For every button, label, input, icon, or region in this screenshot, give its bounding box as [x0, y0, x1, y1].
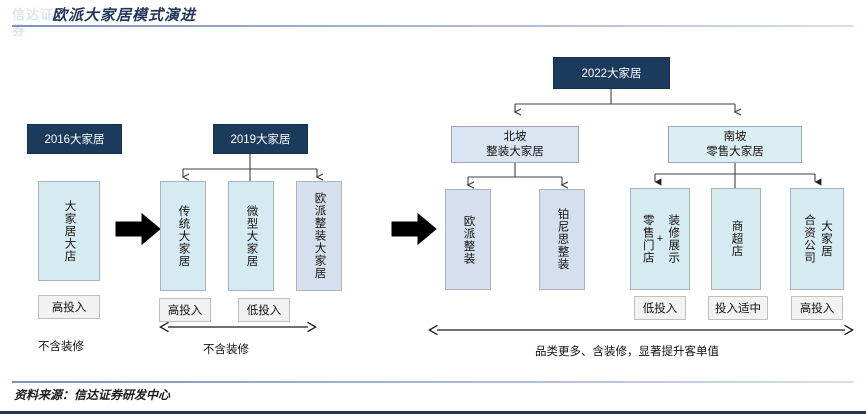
leaf-box-lingshou-mendian[interactable]: 零售门店 + 装修展示: [630, 188, 690, 290]
stage-header-2022[interactable]: 2022大家居: [553, 57, 670, 89]
chip-2019-0[interactable]: 高投入: [159, 298, 211, 322]
leaf-box-oppein-zhengzhuang-dajiaju[interactable]: 欧派整装大家居: [296, 181, 342, 291]
leaf-box-chuantong-dajiaju[interactable]: 传统大家居: [160, 181, 206, 291]
leaf-label: 欧派整装大家居: [313, 192, 326, 280]
leaf-label: 传统大家居: [177, 204, 190, 268]
chip-2016-0[interactable]: 高投入: [38, 295, 100, 319]
page-title: 欧派大家居模式演进: [52, 8, 197, 24]
chip-2022-south-2[interactable]: 高投入: [791, 296, 843, 320]
branch-box-beipo[interactable]: 北坡 整装大家居: [451, 126, 579, 163]
leaf-label-b: 大家居: [820, 220, 832, 258]
plus-sign: +: [656, 233, 664, 245]
leaf-box-daijia-dadian[interactable]: 大家居大店: [38, 181, 100, 281]
branch-title: 北坡: [503, 130, 527, 143]
leaf-label: 欧派整装: [462, 214, 475, 265]
source-note: 资料来源：信达证券研发中心: [14, 388, 171, 402]
leaf-label: 大家居大店: [63, 199, 76, 263]
leaf-label: 微型大家居: [245, 204, 258, 268]
leaf-label: 铂尼思整装: [556, 208, 569, 271]
leaf-box-hezi-gongsi-dajiaju[interactable]: 合资公司 大家居: [790, 188, 844, 290]
chip-2022-south-1[interactable]: 投入适中: [708, 296, 768, 320]
branch-title: 南坡: [723, 130, 747, 143]
leaf-box-oppein-zhengzhuang[interactable]: 欧派整装: [445, 189, 491, 290]
caption-2016: 不含装修: [38, 341, 84, 353]
stage-header-2019[interactable]: 2019大家居: [213, 124, 308, 154]
flow-arrow-2: [391, 212, 437, 246]
stage-header-2016[interactable]: 2016大家居: [27, 124, 122, 154]
leaf-label-a: 合资公司: [803, 214, 815, 264]
caption-2022: 品类更多、含装修，显著提升客单值: [535, 346, 719, 358]
branch-subtitle: 整装大家居: [486, 145, 544, 158]
chip-2022-south-0[interactable]: 低投入: [634, 296, 686, 320]
caption-2019: 不含装修: [203, 344, 249, 356]
branch-box-nanpo[interactable]: 南坡 零售大家居: [668, 126, 802, 163]
branch-subtitle: 零售大家居: [706, 145, 764, 158]
leaf-box-shangchaodian[interactable]: 商超店: [711, 188, 761, 290]
chip-2019-1[interactable]: 低投入: [238, 298, 290, 322]
flow-arrow-1: [115, 212, 161, 246]
leaf-box-bonisi-zhengzhuang[interactable]: 铂尼思整装: [539, 189, 585, 290]
header-divider: [12, 25, 854, 27]
leaf-label-a: 零售门店: [641, 214, 654, 264]
footer-divider: [12, 381, 854, 383]
leaf-box-weixing-dajiaju[interactable]: 微型大家居: [228, 181, 274, 291]
leaf-label-b: 装修展示: [667, 214, 680, 264]
footer-bottom-bar: [0, 411, 866, 414]
leaf-label: 商超店: [730, 220, 743, 258]
